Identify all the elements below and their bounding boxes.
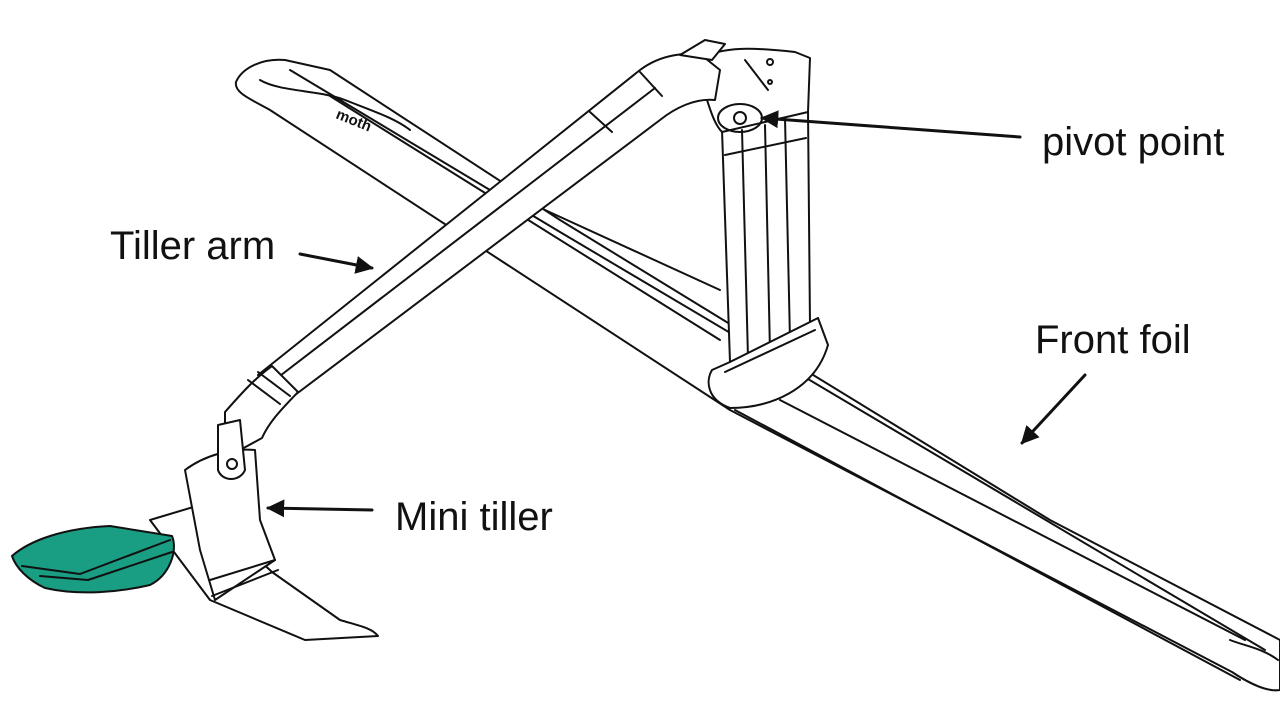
tiller-arm-ridge <box>271 87 656 383</box>
mini-tiller-strut-line <box>209 559 276 581</box>
mast-collar-line <box>724 329 816 373</box>
rudder-blade <box>11 525 175 594</box>
tiller-arm-end <box>224 365 299 451</box>
mast-line <box>724 137 807 156</box>
tiller-arm-end-ring <box>257 371 291 397</box>
pivot-point-arrow <box>760 110 1022 139</box>
tiller-arm-label: Tiller arm <box>110 224 276 268</box>
front-foil-leading-edge <box>289 69 1266 651</box>
pivot-bolt <box>733 111 747 125</box>
front-foil-panel-line <box>734 409 1241 681</box>
mini-tiller-strut-line <box>211 569 279 597</box>
tiller-arm-end-ring <box>247 379 281 405</box>
mini-tiller-arrow <box>266 499 374 518</box>
tiller-arm-head <box>679 39 726 61</box>
tiller-arm-arrow <box>298 252 374 274</box>
front-foil-tip-right <box>1229 639 1279 661</box>
mast-head-bolt <box>766 58 774 66</box>
rudder-blade-edge <box>21 539 171 575</box>
rear-foil <box>149 504 379 641</box>
tiller-arm-tube <box>257 53 721 396</box>
mast-head-detail <box>744 59 769 91</box>
front-foil-panel-line <box>779 399 1246 641</box>
mast-line <box>784 117 791 341</box>
front-foil-arrow <box>1020 373 1087 445</box>
mini-tiller-label: Mini tiller <box>395 495 553 539</box>
tiller-arm-joint <box>589 111 613 133</box>
mast-head-bolt <box>767 79 773 85</box>
mast-line <box>741 129 749 359</box>
tiller-arm <box>224 39 726 451</box>
mast-line <box>764 124 771 353</box>
pivot-point-label: pivot point <box>1042 120 1225 164</box>
tiller-arm-joint <box>639 71 663 97</box>
mini-tiller-link-pin <box>226 458 238 470</box>
mast-collar <box>707 317 829 409</box>
front-foil-label: Front foil <box>1035 318 1191 362</box>
mini-tiller-link <box>217 419 246 480</box>
front-foil-tip-left <box>259 79 411 131</box>
rudder-blade-edge <box>39 551 173 581</box>
mini-tiller <box>11 419 379 641</box>
front-foil-panel-line <box>544 209 721 291</box>
